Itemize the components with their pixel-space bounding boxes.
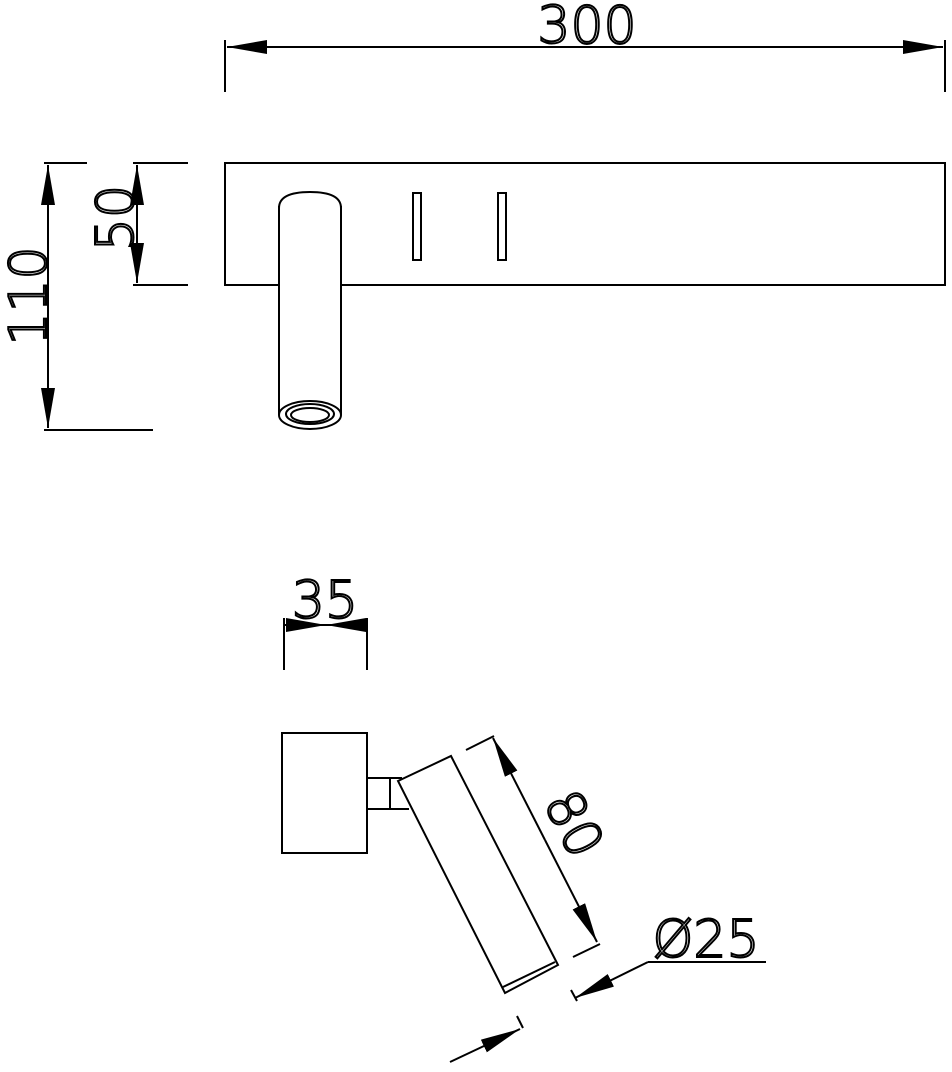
dimension-label-35: 35: [292, 571, 358, 631]
dimension-110: 110: [0, 162, 153, 431]
dimension-80: 80: [465, 735, 616, 958]
dimension-label-110: 110: [0, 246, 59, 345]
dimension-label-50: 50: [86, 185, 146, 251]
mount-base: [281, 732, 368, 854]
dimension-label-300: 300: [537, 0, 636, 56]
dimension-50: 50: [85, 162, 188, 286]
switch-slot: [412, 192, 422, 261]
mount-neck: [367, 777, 409, 810]
spotlight-tube: [278, 190, 342, 430]
lens-line: [502, 961, 556, 988]
dimension-label-diameter: Ø25: [652, 910, 759, 970]
dimension-35: 35: [283, 570, 368, 670]
dimension-300: 300: [224, 0, 946, 92]
front-view: [224, 162, 946, 430]
dimension-diameter-25: Ø25: [449, 909, 766, 1063]
switch-slot: [497, 192, 507, 261]
side-view: [281, 732, 560, 995]
tilted-spotlight-tube: [396, 754, 560, 995]
dimension-label-80: 80: [531, 781, 615, 867]
wall-plate: [224, 162, 946, 286]
